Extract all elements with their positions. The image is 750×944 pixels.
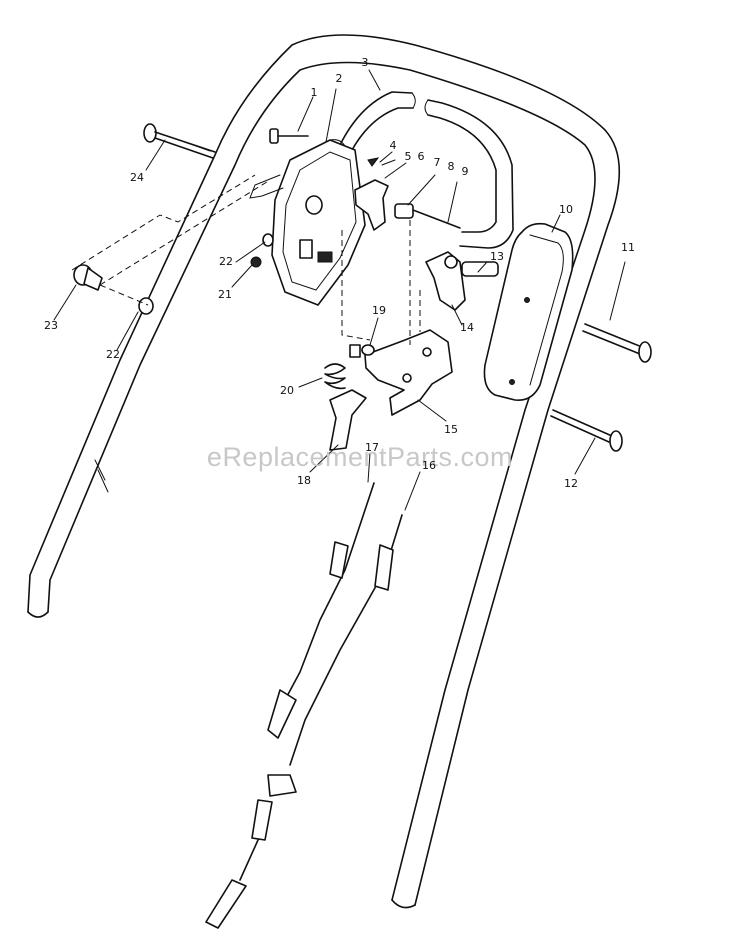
callout-23: 23: [44, 319, 58, 332]
callout-14: 14: [460, 321, 474, 334]
callout-9: 9: [462, 165, 469, 178]
control-housing: [249, 139, 366, 306]
assembly-lines: [71, 174, 421, 345]
callout-3: 3: [362, 56, 369, 69]
callout-1: 1: [311, 86, 318, 99]
spring-20: [324, 344, 361, 390]
handle-tube: [27, 34, 621, 909]
callout-12: 12: [564, 477, 578, 490]
callout-4: 4: [390, 139, 397, 152]
cable-17: [267, 482, 375, 739]
callout-17: 17: [365, 441, 379, 454]
callout-21: 21: [218, 288, 232, 301]
callout-24: 24: [130, 171, 144, 184]
callout-7: 7: [434, 156, 441, 169]
leader-lines: [53, 69, 626, 511]
cable-16: [205, 514, 403, 929]
lever-18: [329, 389, 367, 451]
small-hardware: [354, 157, 499, 311]
callout-labels: 1 2 3 4 5 6 7 8 9 10 11 12 13 14 15 16 1…: [44, 56, 635, 490]
bolt-24: [143, 123, 216, 159]
side-cover: [483, 222, 574, 402]
callout-22-lower: 22: [106, 348, 120, 361]
callout-18: 18: [297, 474, 311, 487]
callout-16: 16: [422, 459, 436, 472]
callout-5: 5: [405, 150, 412, 163]
callout-15: 15: [444, 423, 458, 436]
callout-20: 20: [280, 384, 294, 397]
washer-19: [361, 344, 375, 356]
callout-6: 6: [418, 150, 425, 163]
callout-8: 8: [448, 160, 455, 173]
washer-22a: [262, 233, 274, 247]
bolt-12: [550, 409, 623, 452]
bolt-11: [582, 323, 652, 363]
washer-22b: [138, 297, 154, 315]
watermark: eReplacementParts.com: [207, 442, 513, 472]
callout-2: 2: [336, 72, 343, 85]
screw-1: [269, 128, 309, 144]
callout-11: 11: [621, 241, 635, 254]
callout-22-upper: 22: [219, 255, 233, 268]
bracket-15: [364, 329, 453, 416]
bail-loop: [339, 91, 514, 249]
nut-21: [250, 256, 262, 268]
callout-13: 13: [490, 250, 504, 263]
callout-10: 10: [559, 203, 573, 216]
bushing-23: [73, 264, 103, 291]
callout-19: 19: [372, 304, 386, 317]
